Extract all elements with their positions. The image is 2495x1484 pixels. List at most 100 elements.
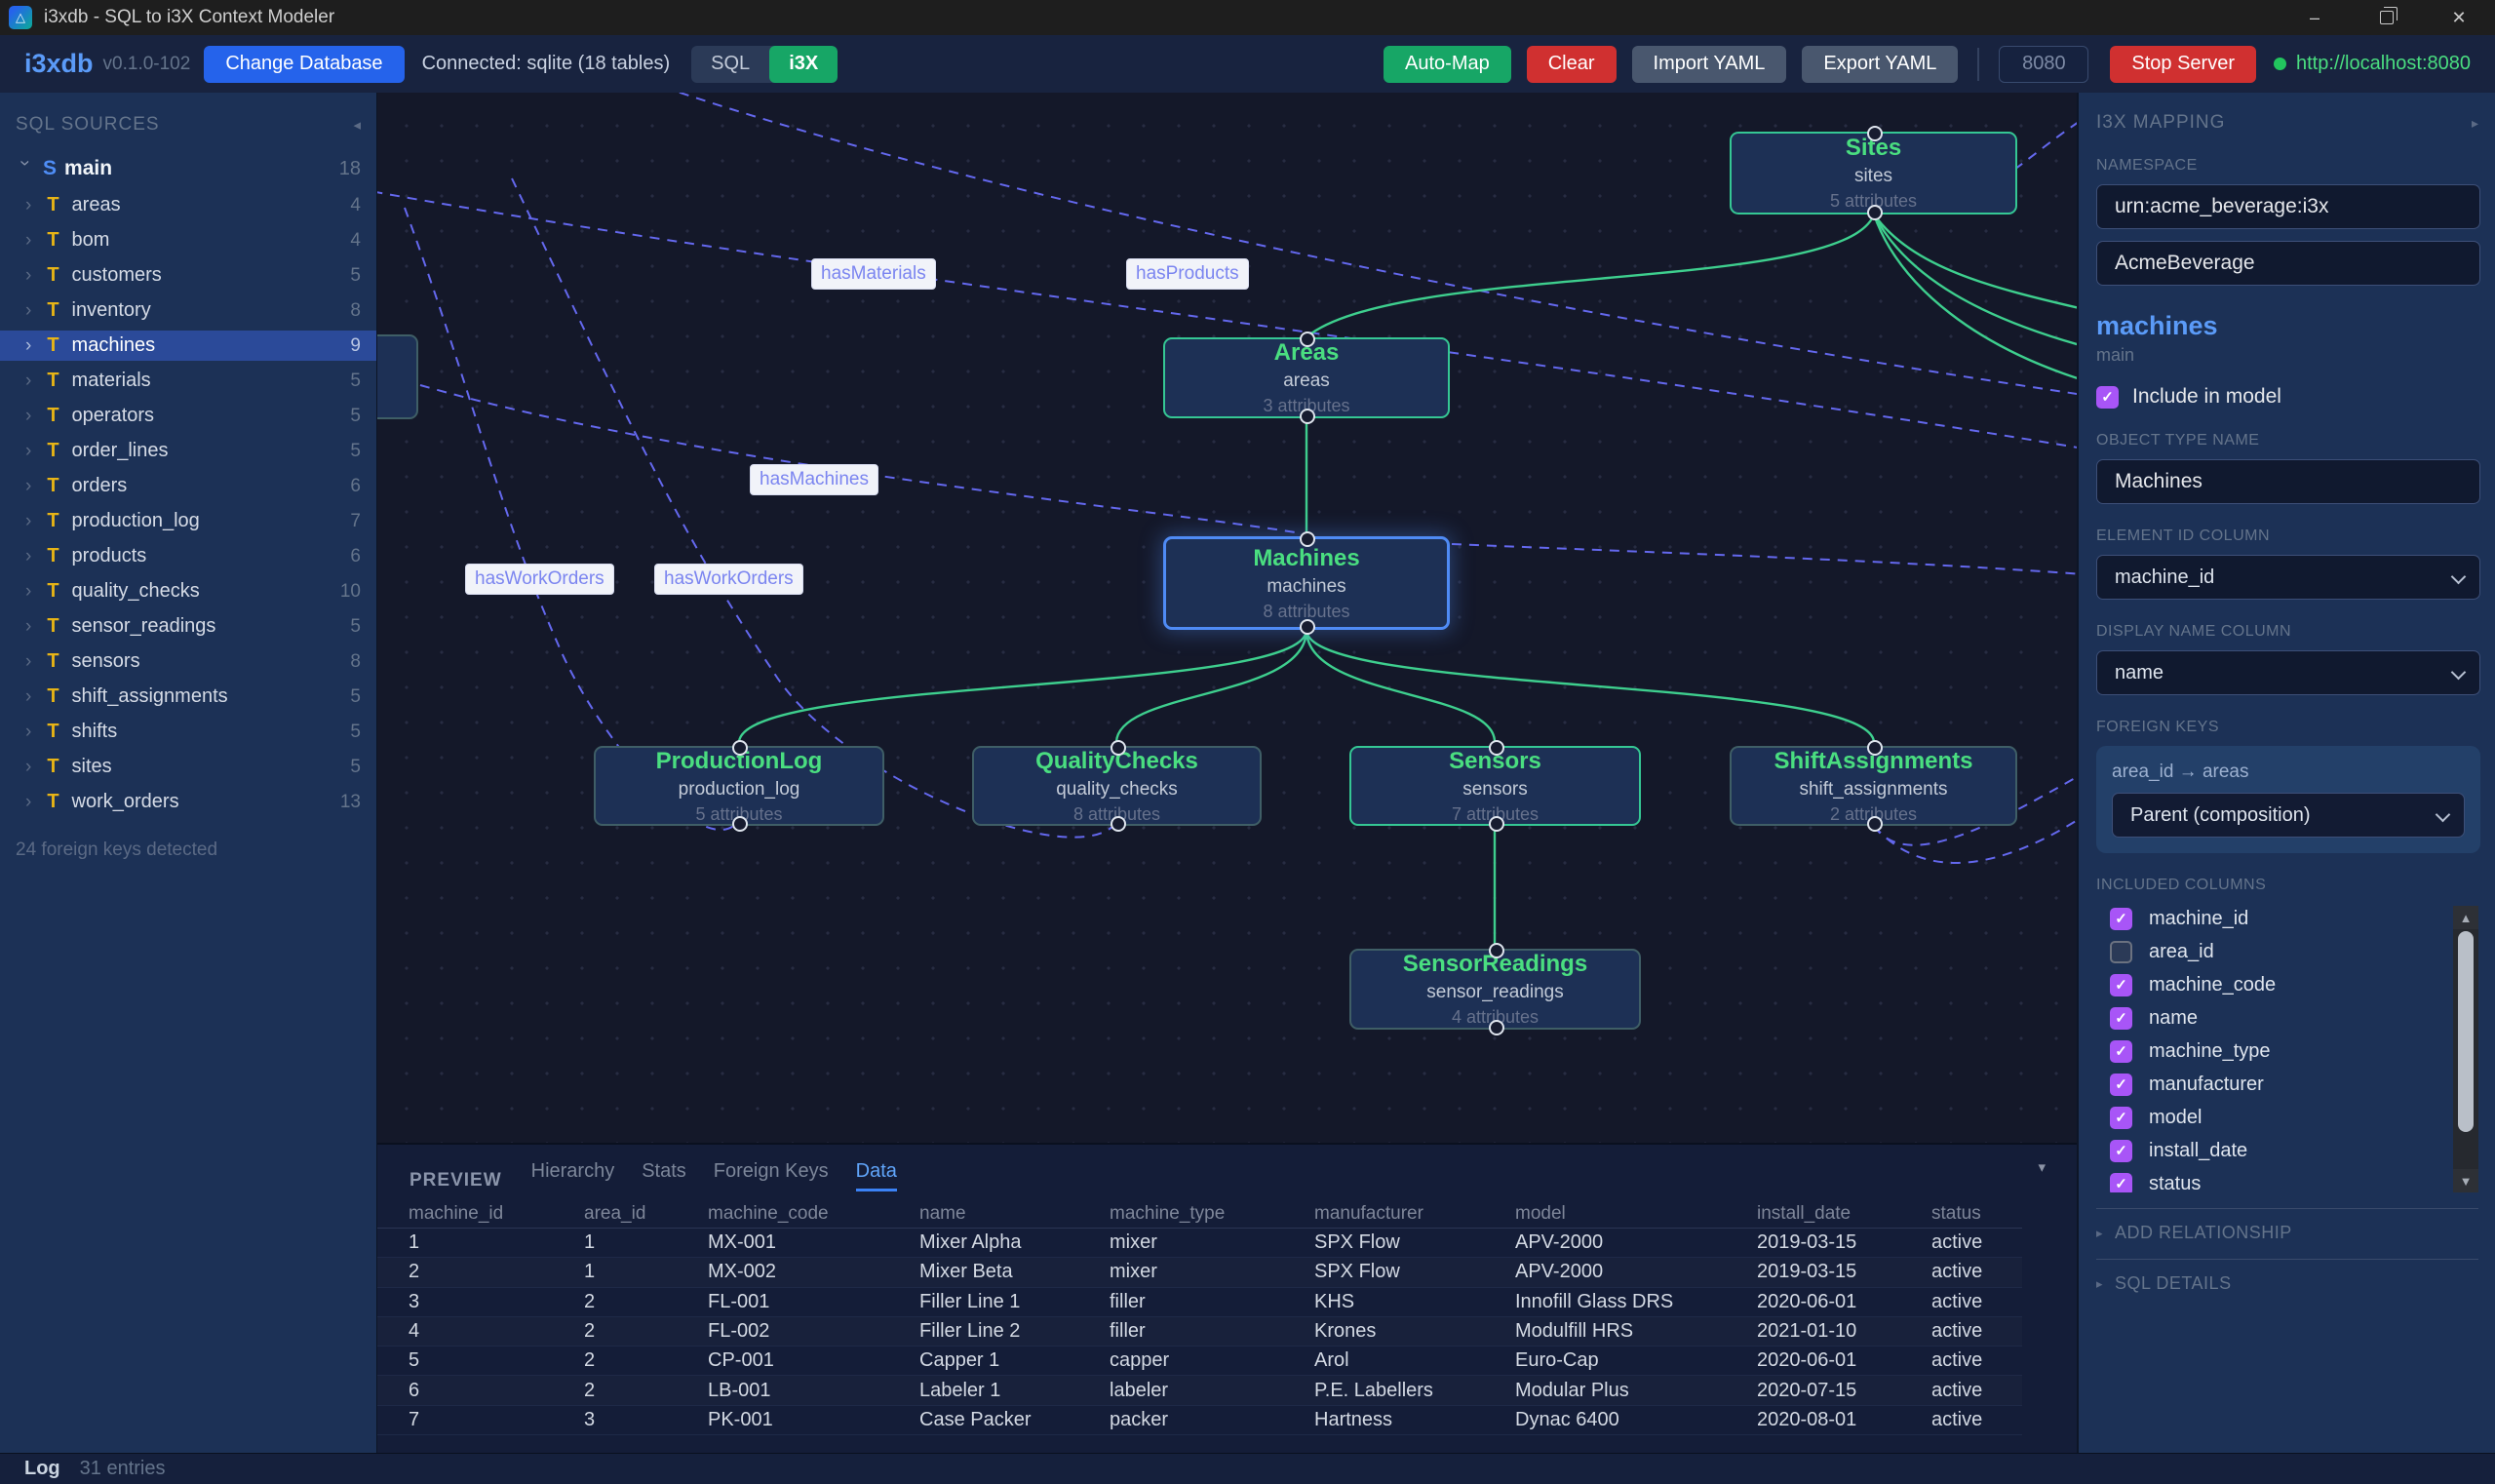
chevron-right-icon[interactable]: [25, 581, 31, 603]
export-yaml-button[interactable]: Export YAML: [1802, 45, 1959, 83]
table-row[interactable]: 4 2 FL-002 Filler Line 2 filler Krones M…: [377, 1317, 2022, 1347]
table-header-cell[interactable]: name: [919, 1202, 966, 1224]
sidebar-item-table[interactable]: T customers 5: [0, 260, 376, 291]
table-header-cell[interactable]: area_id: [584, 1202, 646, 1224]
sidebar-collapse-icon[interactable]: ◂: [353, 117, 361, 134]
change-database-button[interactable]: Change Database: [204, 45, 405, 83]
node-production-log[interactable]: ProductionLog production_log 5 attribute…: [594, 740, 884, 832]
sidebar-item-table[interactable]: T shifts 5: [0, 717, 376, 747]
table-row[interactable]: 7 3 PK-001 Case Packer packer Hartness D…: [377, 1406, 2022, 1436]
chevron-right-icon[interactable]: [25, 792, 31, 813]
diagram-canvas[interactable]: Sites sites 5 attributes Areas areas 3 a…: [377, 93, 2077, 1143]
sidebar-item-table[interactable]: T production_log 7: [0, 506, 376, 536]
column-checkbox[interactable]: [2110, 1106, 2132, 1129]
chevron-right-icon[interactable]: [25, 651, 31, 673]
sidebar-item-table[interactable]: T machines 9: [0, 331, 376, 361]
preview-tab[interactable]: Foreign Keys: [713, 1160, 829, 1182]
table-row[interactable]: 2 1 MX-002 Mixer Beta mixer SPX Flow APV…: [377, 1258, 2022, 1288]
sidebar-item-table[interactable]: T inventory 8: [0, 295, 376, 326]
node-machines[interactable]: Machines machines 8 attributes: [1163, 531, 1450, 635]
include-checkbox[interactable]: [2096, 385, 2119, 409]
minimize-button[interactable]: –: [2279, 0, 2351, 35]
columns-scrollbar[interactable]: ▲ ▼: [2453, 906, 2478, 1192]
mode-i3x-tab[interactable]: i3X: [769, 45, 838, 83]
stop-server-button[interactable]: Stop Server: [2110, 45, 2256, 83]
table-header-cell[interactable]: status: [1931, 1202, 1981, 1224]
panel-collapse-icon[interactable]: ▾: [2038, 1159, 2046, 1176]
preview-tab[interactable]: Data: [855, 1160, 897, 1191]
column-checkbox[interactable]: [2110, 1172, 2132, 1192]
sql-details-section[interactable]: ▸ SQL DETAILS: [2096, 1273, 2478, 1294]
chevron-right-icon[interactable]: [25, 371, 31, 392]
included-column-row[interactable]: install_date: [2096, 1138, 2478, 1163]
chevron-right-icon[interactable]: [25, 441, 31, 462]
chevron-right-icon[interactable]: [25, 757, 31, 778]
table-row[interactable]: 1 1 MX-001 Mixer Alpha mixer SPX Flow AP…: [377, 1229, 2022, 1259]
port-input[interactable]: [1999, 45, 2089, 83]
chevron-right-icon[interactable]: [25, 406, 31, 427]
included-column-row[interactable]: name: [2096, 1005, 2478, 1031]
included-column-row[interactable]: machine_type: [2096, 1038, 2478, 1064]
node-partial-offscreen[interactable]: [377, 334, 418, 419]
chevron-right-icon[interactable]: [25, 195, 31, 216]
included-column-row[interactable]: machine_id: [2096, 906, 2478, 931]
import-yaml-button[interactable]: Import YAML: [1631, 45, 1787, 83]
sidebar-item-table[interactable]: T bom 4: [0, 225, 376, 255]
chevron-expanded-icon[interactable]: ›: [15, 160, 35, 167]
node-areas[interactable]: Areas areas 3 attributes: [1163, 332, 1450, 424]
table-header-cell[interactable]: machine_code: [708, 1202, 829, 1224]
preview-tab[interactable]: Hierarchy: [530, 1160, 615, 1182]
table-row[interactable]: 6 2 LB-001 Labeler 1 labeler P.E. Labell…: [377, 1376, 2022, 1406]
chevron-right-icon[interactable]: [25, 230, 31, 252]
sidebar-item-table[interactable]: T materials 5: [0, 366, 376, 396]
node-sensors[interactable]: Sensors sensors 7 attributes: [1349, 740, 1641, 832]
chevron-right-icon[interactable]: [25, 511, 31, 532]
chevron-right-icon[interactable]: [25, 616, 31, 638]
sidebar-item-table[interactable]: T order_lines 5: [0, 436, 376, 466]
scroll-down-icon[interactable]: ▼: [2453, 1169, 2478, 1192]
column-checkbox[interactable]: [2110, 1006, 2132, 1030]
sidebar-schema-main[interactable]: › S main 18: [0, 153, 376, 184]
column-checkbox[interactable]: [2110, 973, 2132, 996]
node-shift-assignments[interactable]: ShiftAssignments shift_assignments 2 att…: [1730, 740, 2017, 832]
namespace-name-input[interactable]: [2096, 241, 2480, 286]
sidebar-item-table[interactable]: T quality_checks 10: [0, 576, 376, 606]
server-url-link[interactable]: http://localhost:8080: [2295, 53, 2471, 74]
clear-button[interactable]: Clear: [1526, 45, 1617, 83]
include-in-model-row[interactable]: Include in model: [2096, 385, 2478, 409]
element-id-select[interactable]: machine_id: [2096, 555, 2480, 600]
chevron-right-icon[interactable]: [25, 476, 31, 497]
close-button[interactable]: ✕: [2423, 0, 2495, 35]
table-row[interactable]: 5 2 CP-001 Capper 1 capper Arol Euro-Cap…: [377, 1347, 2022, 1377]
sidebar-item-table[interactable]: T work_orders 13: [0, 787, 376, 817]
fk-role-select[interactable]: Parent (composition): [2112, 793, 2465, 838]
included-column-row[interactable]: model: [2096, 1105, 2478, 1130]
object-type-input[interactable]: [2096, 459, 2480, 504]
column-checkbox[interactable]: [2110, 1139, 2132, 1162]
chevron-right-icon[interactable]: [25, 335, 31, 357]
chevron-right-icon[interactable]: [25, 722, 31, 743]
table-header-cell[interactable]: model: [1515, 1202, 1566, 1224]
add-relationship-section[interactable]: ▸ ADD RELATIONSHIP: [2096, 1223, 2478, 1243]
scrollbar-thumb[interactable]: [2458, 931, 2474, 1132]
sidebar-item-table[interactable]: T orders 6: [0, 471, 376, 501]
preview-tab[interactable]: Stats: [642, 1160, 686, 1182]
scroll-up-icon[interactable]: ▲: [2453, 906, 2478, 929]
table-header-cell[interactable]: install_date: [1757, 1202, 1852, 1224]
node-sites[interactable]: Sites sites 5 attributes: [1730, 126, 2017, 220]
namespace-urn-input[interactable]: [2096, 184, 2480, 229]
included-column-row[interactable]: machine_code: [2096, 972, 2478, 997]
column-checkbox[interactable]: [2110, 907, 2132, 930]
log-label[interactable]: Log: [24, 1458, 60, 1479]
chevron-right-icon[interactable]: [25, 546, 31, 567]
auto-map-button[interactable]: Auto-Map: [1384, 45, 1511, 83]
column-checkbox[interactable]: [2110, 940, 2132, 963]
chevron-right-icon[interactable]: [25, 686, 31, 708]
sidebar-item-table[interactable]: T areas 4: [0, 190, 376, 220]
sidebar-item-table[interactable]: T operators 5: [0, 401, 376, 431]
sidebar-item-table[interactable]: T sensors 8: [0, 646, 376, 677]
sidebar-item-table[interactable]: T sites 5: [0, 752, 376, 782]
sidebar-item-table[interactable]: T products 6: [0, 541, 376, 571]
mode-sql-tab[interactable]: SQL: [711, 53, 751, 74]
sidebar-item-table[interactable]: T shift_assignments 5: [0, 682, 376, 712]
